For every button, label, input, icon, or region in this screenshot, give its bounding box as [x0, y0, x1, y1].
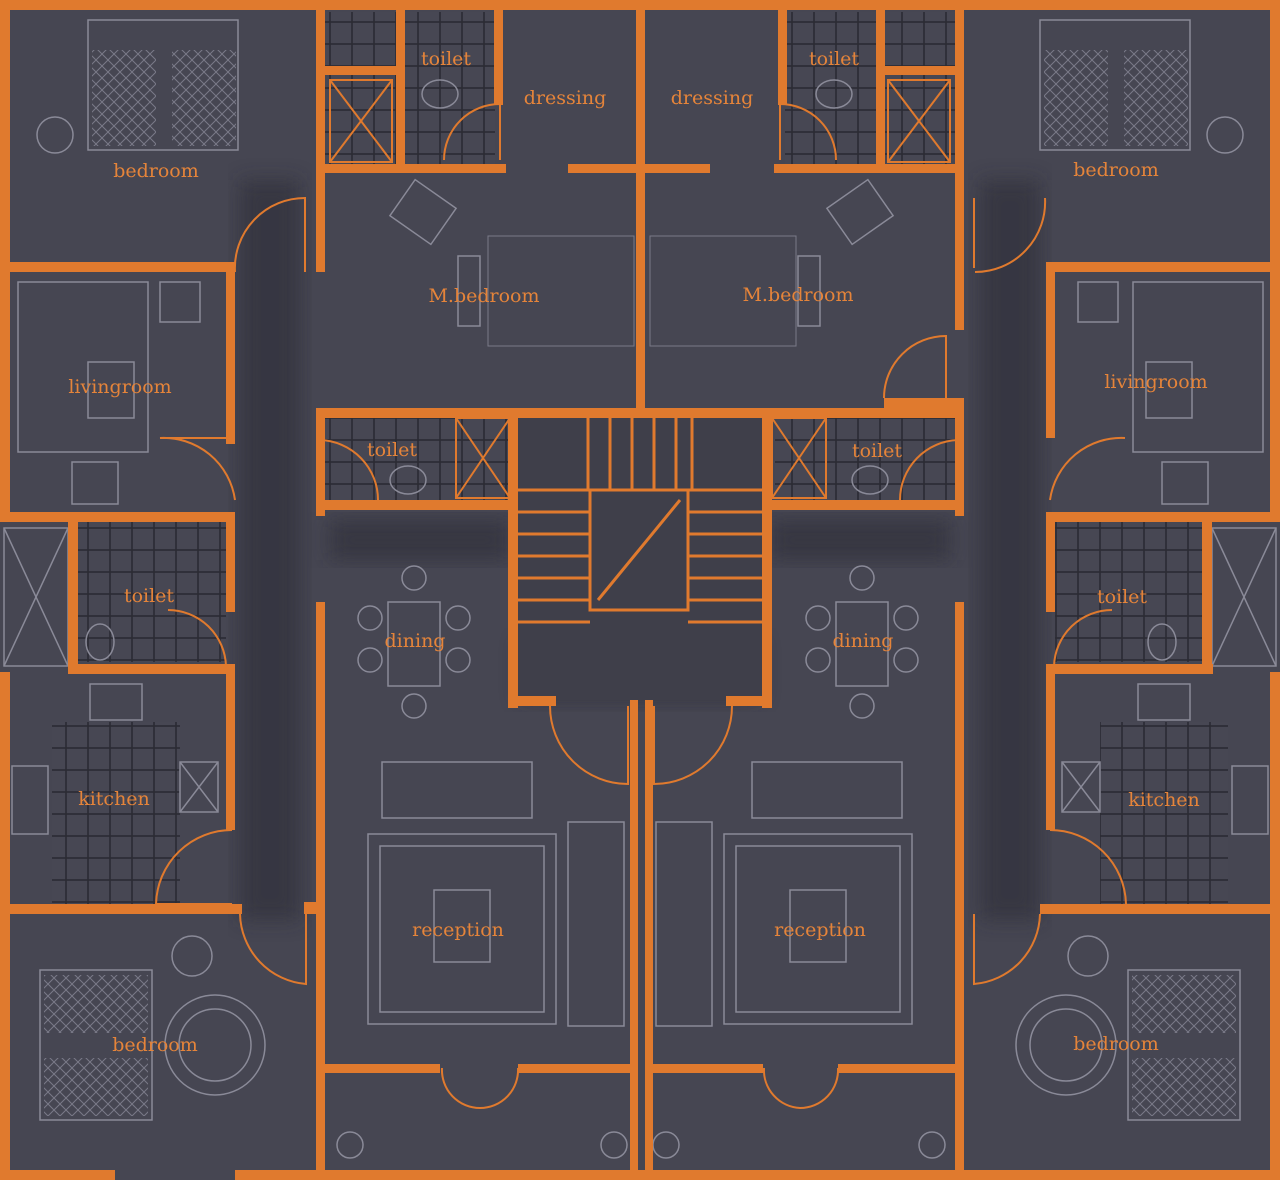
label-toilet-top-right: toilet	[809, 48, 859, 70]
furniture	[11, 19, 1269, 1159]
round-rug-left	[164, 994, 266, 1096]
label-dining-right: dining	[833, 630, 894, 652]
armchair-left	[71, 461, 119, 505]
label-kitchen-right: kitchen	[1128, 789, 1200, 811]
chair-top-right	[1206, 116, 1244, 154]
label-toilet-mid-left: toilet	[367, 439, 417, 461]
sink-left	[11, 765, 49, 835]
label-toilet-mid-right: toilet	[852, 440, 902, 462]
bed-top-left	[87, 19, 239, 151]
stair-steps-left	[516, 488, 590, 624]
label-livingroom-right: livingroom	[1104, 371, 1207, 393]
label-mbedroom-right: M.bedroom	[742, 284, 853, 306]
label-toilet-side-left: toilet	[124, 585, 174, 607]
label-livingroom-left: livingroom	[68, 376, 171, 398]
sofa-side-left	[567, 821, 625, 1027]
label-bedroom-bottom-right: bedroom	[1073, 1033, 1159, 1055]
label-toilet-side-right: toilet	[1097, 586, 1147, 608]
round-rug-right	[1015, 994, 1117, 1096]
chair-top-left	[36, 116, 74, 154]
table-left	[87, 361, 135, 419]
bed-bottom-right	[1127, 969, 1241, 1121]
fridge-right	[1061, 761, 1101, 813]
doors	[154, 102, 1127, 1110]
bed-bottom-left	[39, 969, 153, 1121]
stove-left	[89, 683, 143, 721]
sofa-right	[1132, 281, 1264, 453]
sofa-side-right	[655, 821, 713, 1027]
label-dressing-right: dressing	[671, 87, 753, 109]
label-bedroom-top-left: bedroom	[113, 160, 199, 182]
label-reception-right: reception	[774, 919, 866, 941]
mbed-right	[649, 235, 797, 347]
bed-top-right	[1039, 19, 1191, 151]
label-reception-left: reception	[412, 919, 504, 941]
dining-table-left	[387, 601, 441, 687]
stair-steps-right	[688, 488, 764, 624]
mbed-left	[487, 235, 635, 347]
armchair-right	[1161, 461, 1209, 505]
dining-table-right	[835, 601, 889, 687]
label-kitchen-left: kitchen	[78, 788, 150, 810]
label-bedroom-bottom-left: bedroom	[112, 1034, 198, 1056]
elevator-shaft	[588, 488, 690, 612]
table-right	[1145, 361, 1193, 419]
tiled-areas	[52, 12, 1228, 904]
sink-right	[1231, 765, 1269, 835]
stair-core	[516, 418, 764, 700]
stove-right	[1137, 683, 1191, 721]
label-dining-left: dining	[385, 630, 446, 652]
label-dressing-left: dressing	[524, 87, 606, 109]
label-bedroom-top-right: bedroom	[1073, 159, 1159, 181]
fridge-left	[179, 761, 219, 813]
room-labels: bedroom toilet dressing dressing toilet …	[68, 48, 1207, 1056]
sofa-reception-right	[751, 761, 903, 819]
label-mbedroom-left: M.bedroom	[428, 285, 539, 307]
label-toilet-top-left: toilet	[421, 48, 471, 70]
rug-reception-right	[723, 833, 913, 1025]
rug-reception-left	[367, 833, 557, 1025]
sofa-left	[17, 281, 149, 453]
stair-steps-top	[586, 418, 694, 490]
sofa-reception-left	[381, 761, 533, 819]
